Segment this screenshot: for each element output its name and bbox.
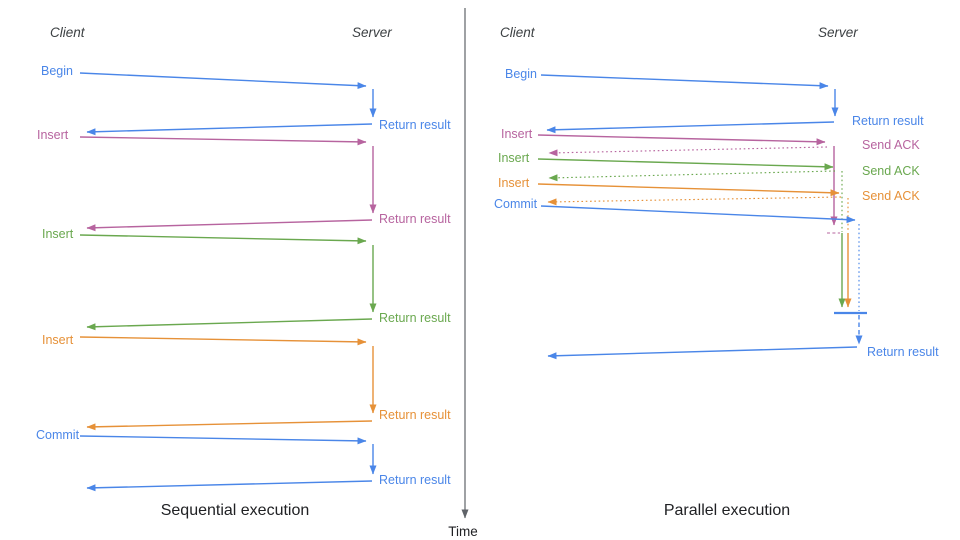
ack-label: Send ACK xyxy=(862,164,920,178)
result-label: Return result xyxy=(852,114,924,128)
par-insert2-exchange: Insert Send ACK xyxy=(498,151,920,308)
parallel-panel-title: Parallel execution xyxy=(664,502,790,519)
ack-label: Send ACK xyxy=(862,138,920,152)
return-arrow xyxy=(86,219,373,232)
server-lifeline-header: Server xyxy=(818,25,858,40)
par-commit-exchange: Commit Return result xyxy=(494,197,939,360)
ack-label: Send ACK xyxy=(862,189,920,203)
request-arrow xyxy=(79,136,367,146)
result-label: Return result xyxy=(379,473,451,487)
request-arrow xyxy=(540,205,856,224)
request-label: Insert xyxy=(42,227,74,241)
return-arrow xyxy=(86,318,373,331)
request-label: Begin xyxy=(41,64,73,78)
client-lifeline-header: Client xyxy=(500,25,536,40)
request-label: Insert xyxy=(498,151,530,165)
return-arrow xyxy=(86,480,373,492)
seq-insert1-exchange: Insert Return result xyxy=(37,128,451,232)
time-axis-label: Time xyxy=(448,524,478,539)
result-label: Return result xyxy=(379,311,451,325)
request-arrow xyxy=(537,158,834,171)
request-arrow xyxy=(537,183,840,197)
return-arrow xyxy=(86,123,373,136)
seq-insert3-exchange: Insert Return result xyxy=(42,333,451,431)
seq-commit-exchange: Commit Return result xyxy=(36,428,451,492)
request-label: Insert xyxy=(498,176,530,190)
server-lifeline-header: Server xyxy=(352,25,392,40)
seq-begin-exchange: Begin Return result xyxy=(41,64,451,136)
ack-arrow xyxy=(548,170,836,182)
request-label: Insert xyxy=(37,128,69,142)
ack-arrow xyxy=(548,146,828,157)
sequential-panel-title: Sequential execution xyxy=(161,502,310,519)
request-arrow xyxy=(79,435,367,445)
request-label: Commit xyxy=(36,428,80,442)
request-arrow xyxy=(79,234,367,245)
par-insert3-exchange: Insert Send ACK xyxy=(498,176,920,308)
seq-insert2-exchange: Insert Return result xyxy=(42,227,451,331)
result-label: Return result xyxy=(379,212,451,226)
return-arrow xyxy=(546,121,835,134)
parallel-panel: Client Server Begin Return result Insert… xyxy=(494,25,939,519)
return-arrow xyxy=(86,420,373,431)
result-label: Return result xyxy=(379,118,451,132)
sequential-panel: Client Server Begin Return result Insert… xyxy=(36,25,451,519)
result-label: Return result xyxy=(867,345,939,359)
request-label: Insert xyxy=(501,127,533,141)
par-begin-exchange: Begin Return result xyxy=(505,67,924,134)
request-arrow xyxy=(79,336,367,346)
request-arrow xyxy=(540,74,829,90)
request-label: Insert xyxy=(42,333,74,347)
request-arrow xyxy=(79,72,367,90)
return-arrow xyxy=(547,346,858,360)
par-insert1-exchange: Insert Send ACK xyxy=(501,127,920,234)
ack-arrow xyxy=(547,196,842,206)
time-axis: Time xyxy=(448,8,478,539)
request-label: Begin xyxy=(505,67,537,81)
result-label: Return result xyxy=(379,408,451,422)
client-lifeline-header: Client xyxy=(50,25,86,40)
request-arrow xyxy=(537,134,826,146)
request-label: Commit xyxy=(494,197,538,211)
